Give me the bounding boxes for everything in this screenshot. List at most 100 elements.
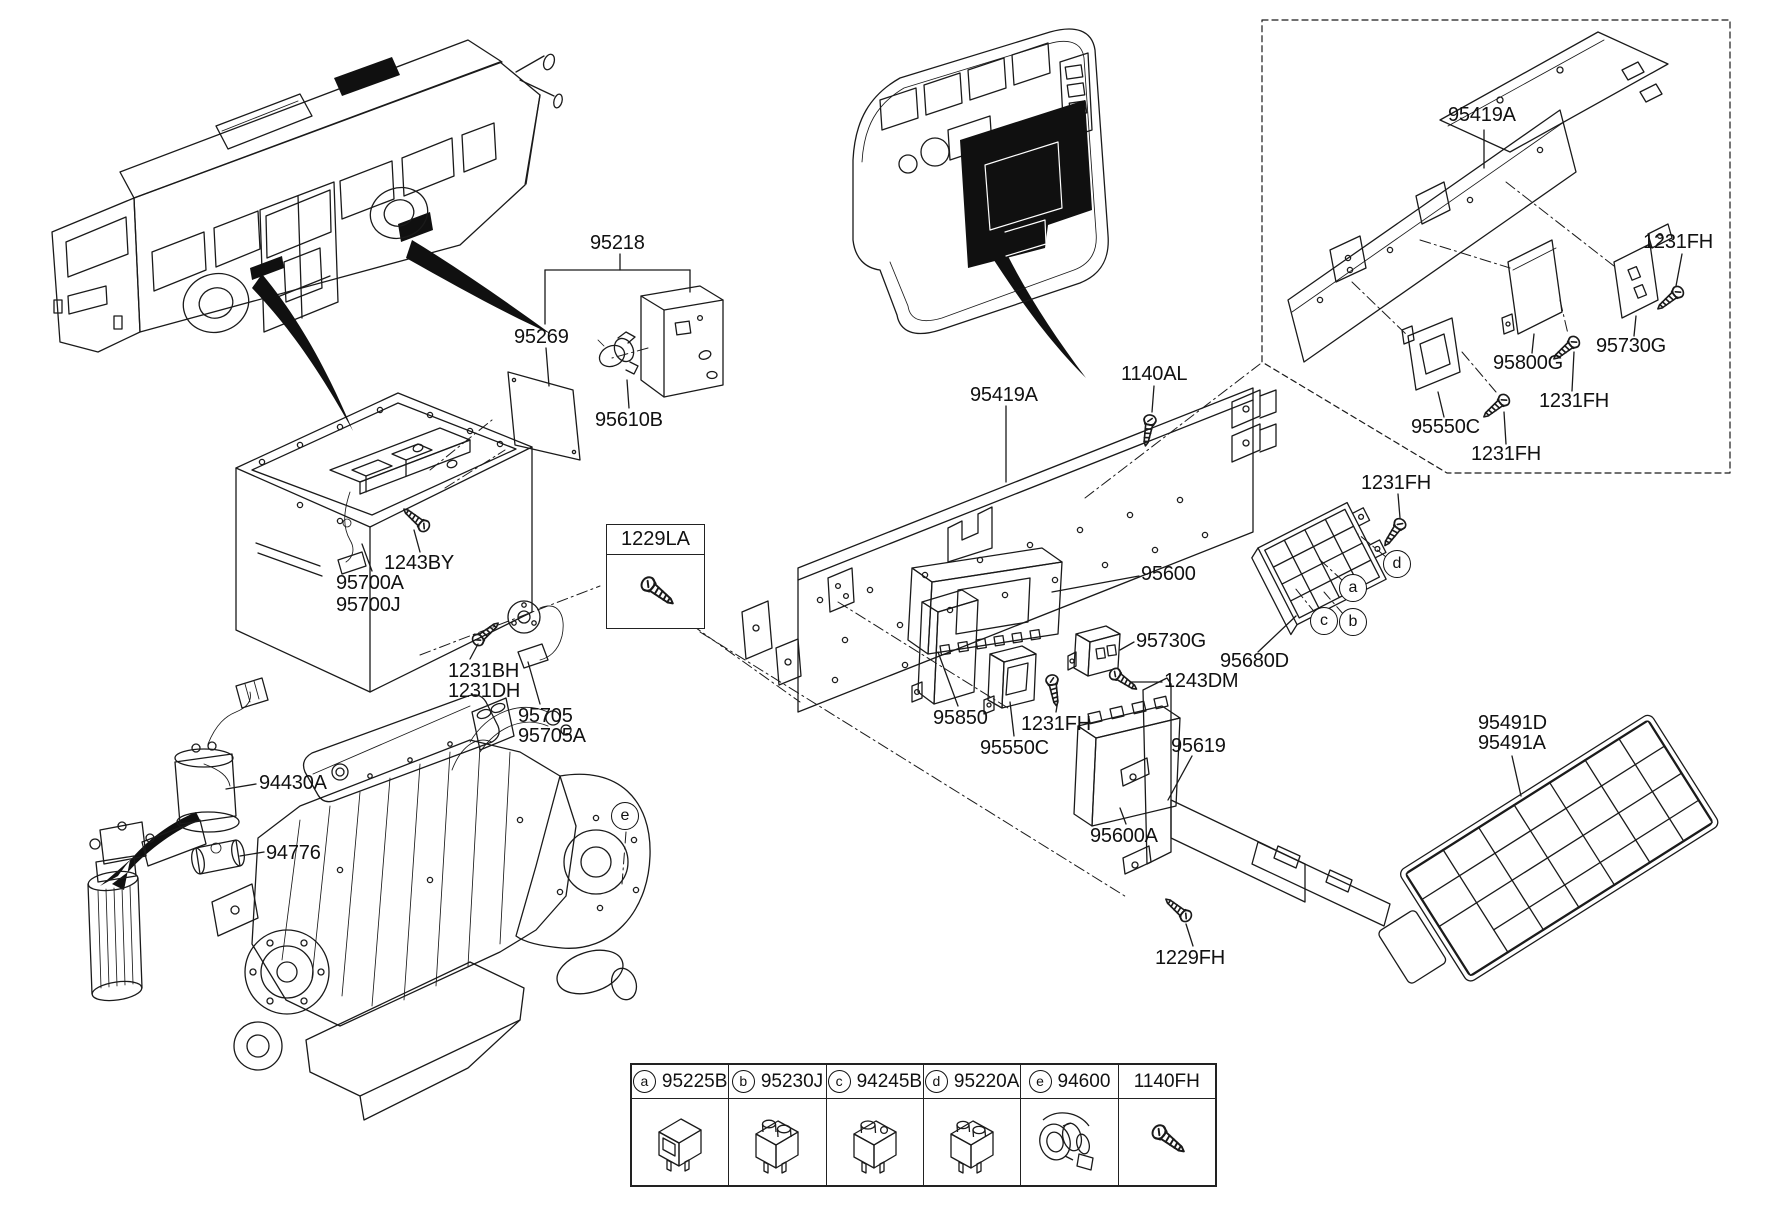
dashboard-illustration	[852, 28, 1109, 335]
label-1231fh-mid: 1231FH	[1021, 713, 1091, 735]
relay-box-95218	[507, 285, 724, 461]
legend-cell-relay-c	[827, 1099, 924, 1185]
sensor-94430a	[174, 677, 269, 833]
marker-b: b	[1339, 608, 1367, 636]
oil-filter	[87, 819, 207, 1002]
legend-cell-screw	[1119, 1099, 1215, 1185]
label-1243by: 1243BY	[384, 552, 454, 574]
label-94776: 94776	[266, 842, 321, 864]
label-95491a: 95491A	[1478, 732, 1546, 754]
relay-95730g-mid	[1067, 625, 1141, 695]
leader-lines	[225, 129, 1683, 947]
relay-3d-icon	[853, 1120, 897, 1174]
module-95800g-tr	[1501, 239, 1563, 335]
label-95619: 95619	[1171, 735, 1226, 757]
relay-95550c-mid	[983, 645, 1064, 715]
label-95705a: 95705A	[518, 725, 586, 747]
label-95705: 95705	[518, 705, 573, 727]
relay-95550c-tr	[1401, 317, 1461, 391]
marker-c: c	[1310, 607, 1338, 635]
legend-code-e: 94600	[1057, 1071, 1111, 1092]
ecu-95600a	[1073, 695, 1181, 827]
label-95800g: 95800G	[1493, 352, 1563, 374]
legend-marker-b: b	[731, 1070, 755, 1093]
relay-95730g-tr	[1613, 223, 1673, 319]
label-95218: 95218	[590, 232, 645, 254]
label-95550c-tr: 95550C	[1411, 416, 1480, 438]
legend-header-a: a 95225B	[632, 1065, 730, 1098]
bracket-95619	[1120, 677, 1391, 927]
label-95600a: 95600A	[1090, 825, 1158, 847]
legend-code-1140fh: 1140FH	[1133, 1071, 1200, 1092]
inset-box-body	[607, 555, 704, 627]
marker-a: a	[1339, 574, 1367, 602]
label-1231fh-grid: 1231FH	[1361, 472, 1431, 494]
legend-code-d: 95220A	[953, 1071, 1020, 1092]
label-95700a: 95700A	[336, 572, 404, 594]
legend-marker-a: a	[632, 1070, 656, 1093]
legend-cell-relay-b	[729, 1099, 827, 1185]
relay-front-icon	[658, 1118, 702, 1172]
legend-table: a 95225B b 95230J c 94245B d 95220A e 94…	[630, 1063, 1217, 1187]
label-95419a-mid: 95419A	[970, 384, 1038, 406]
label-95730g-tr: 95730G	[1596, 335, 1666, 357]
legend-header-1140fh: 1140FH	[1119, 1065, 1215, 1098]
label-95491d: 95491D	[1478, 712, 1547, 734]
horn-icon	[1039, 1112, 1095, 1171]
label-1243dm: 1243DM	[1164, 670, 1239, 692]
label-95680d: 95680D	[1220, 650, 1289, 672]
legend-header-d: d 95220A	[924, 1065, 1022, 1098]
label-1229fh: 1229FH	[1155, 947, 1225, 969]
label-1231fh-tr3: 1231FH	[1471, 443, 1541, 465]
inset-box-code: 1229LA	[607, 525, 704, 555]
engine-illustration	[87, 694, 651, 1121]
label-1231fh-tr2: 1231FH	[1539, 390, 1609, 412]
bus-illustration	[51, 39, 563, 353]
legend-cell-horn	[1021, 1099, 1119, 1185]
legend-header-c: c 94245B	[827, 1065, 924, 1098]
legend-code-b: 95230J	[760, 1071, 824, 1092]
relay-block-95680d	[1251, 501, 1409, 636]
label-95610b: 95610B	[595, 409, 663, 431]
legend-icon-row	[632, 1099, 1215, 1185]
relay-3d-icon	[950, 1120, 994, 1174]
marker-d: d	[1383, 550, 1411, 578]
legend-code-a: 95225B	[661, 1071, 728, 1092]
screw-icon	[1148, 1121, 1190, 1159]
flasher-95850	[911, 589, 979, 705]
legend-marker-d: d	[924, 1070, 948, 1093]
legend-code-c: 94245B	[856, 1071, 923, 1092]
ecu-95600	[907, 547, 1063, 656]
label-95600: 95600	[1141, 563, 1196, 585]
label-95730g-mid: 95730G	[1136, 630, 1206, 652]
legend-marker-c: c	[827, 1070, 851, 1093]
legend-cell-relay-a	[632, 1099, 730, 1185]
label-95269: 95269	[514, 326, 569, 348]
label-1231dh: 1231DH	[448, 680, 521, 702]
fuse-label-panel	[1378, 714, 1719, 984]
bushing-94776	[191, 839, 245, 875]
equipment-box	[235, 392, 533, 693]
sender-95705	[469, 600, 564, 669]
label-94430a: 94430A	[259, 772, 327, 794]
pointer-arrows	[100, 240, 1086, 890]
legend-header-e: e 94600	[1021, 1065, 1119, 1098]
label-95419a-tr: 95419A	[1448, 104, 1516, 126]
main-bracket-panel	[639, 363, 1277, 899]
inset-box-1229la: 1229LA	[606, 524, 705, 629]
legend-marker-e: e	[1028, 1070, 1052, 1093]
relay-3d-icon	[755, 1119, 800, 1174]
label-95850: 95850	[933, 707, 988, 729]
label-95700j: 95700J	[336, 594, 401, 616]
label-1231fh-tr1: 1231FH	[1643, 231, 1713, 253]
label-1140al: 1140AL	[1121, 363, 1188, 385]
detail-box-dashed	[1261, 19, 1731, 474]
legend-header-b: b 95230J	[729, 1065, 827, 1098]
legend-header-row: a 95225B b 95230J c 94245B d 95220A e 94…	[632, 1065, 1215, 1099]
screw-icon	[637, 573, 678, 611]
valve-95610b	[597, 331, 639, 375]
label-95550c-mid: 95550C	[980, 737, 1049, 759]
marker-e: e	[611, 802, 639, 830]
